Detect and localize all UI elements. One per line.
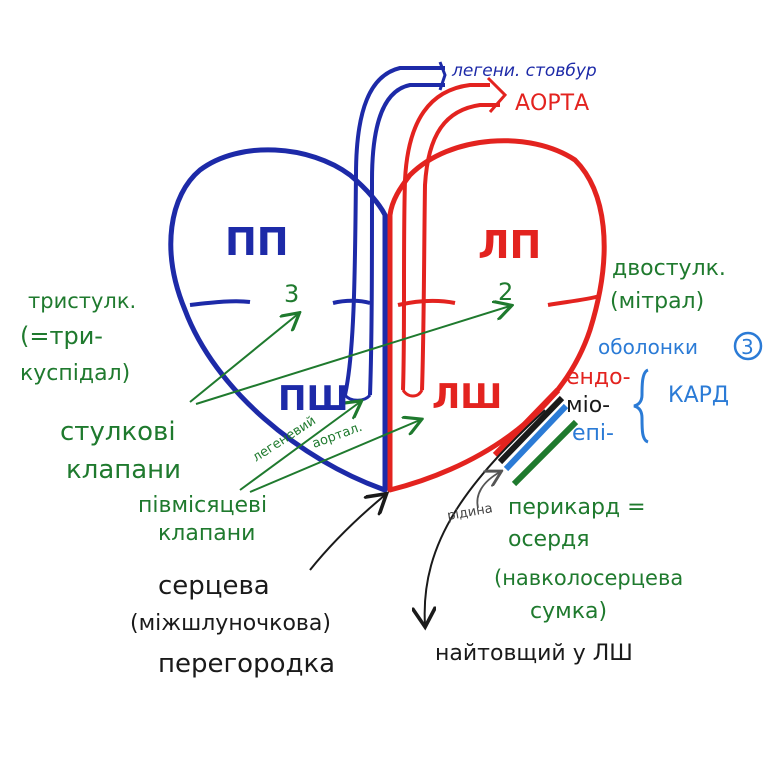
pericardium-line1: перикард = [508,495,646,520]
membranes-bracket [633,368,649,444]
left-atrium-label: ЛП [478,223,541,267]
myocardium-stripe [497,395,565,465]
endo-label: ендо- [566,365,631,390]
tricuspid-note-line2: (=три- [20,322,103,350]
leaflet-arrow-mitral [195,306,510,405]
epicardium-stripe [503,403,569,472]
leaflet-valves-line1: стулкові [60,417,176,447]
membranes-count: 3 [741,335,754,359]
mitral-note-line2: (мітрал) [610,289,704,314]
semilunar-valves-line1: півмісяцеві [138,493,267,518]
fluid-arrow [476,472,500,509]
pericardium-stripe [511,419,579,487]
septum-line2: (міжшлуночкова) [130,611,331,636]
left-ventricle-label: ЛШ [432,377,502,417]
right-atrium-label: ПП [225,220,289,264]
tricuspid-note-line1: тристулк. [28,289,136,313]
tricuspid-valve-line [189,299,251,307]
thickest-label: найтовщий у ЛШ [435,641,633,666]
aorta-label: АОРТА [515,91,589,116]
right-ventricle-label: ПШ [278,379,348,419]
semilunar-arrow-aortic [249,420,420,493]
septum-arrow [309,495,385,571]
leaflet-arrow-tricuspid [189,314,298,403]
right-heart-outline [168,147,388,493]
pulmonary-trunk-label: легени. стовбур [451,61,597,81]
pulmonary-trunk-vessel [343,66,445,396]
aorta-vessel [401,83,490,391]
kard-label: КАРД [668,383,729,408]
pericardium-line4: сумка) [530,599,607,624]
mio-label: міо- [566,393,610,418]
membranes-count-circle [733,331,763,361]
fluid-label: рідина [446,501,494,524]
pericardium-line3: (навколосерцева [494,566,683,590]
mitral-note-line1: двостулк. [612,256,726,281]
pericardium-line2: осердя [508,527,590,552]
leaflet-valves-line2: клапани [66,455,181,485]
tricuspid-number: 3 [284,280,299,308]
mitral-valve-line [397,298,456,307]
semilunar-valves-line2: клапани [158,521,255,546]
mitral-number: 2 [498,278,513,306]
septum-line1: серцева [158,571,270,601]
epi-label: епі- [572,421,614,446]
semilunar-arrow-pulmonary [239,402,360,491]
tricuspid-note-line3: куспідал) [20,361,130,386]
thickest-arrow [425,409,546,625]
membranes-title: оболонки [598,335,698,359]
endocardium-stripe [492,387,561,458]
septum-line3: перегородка [158,649,335,679]
